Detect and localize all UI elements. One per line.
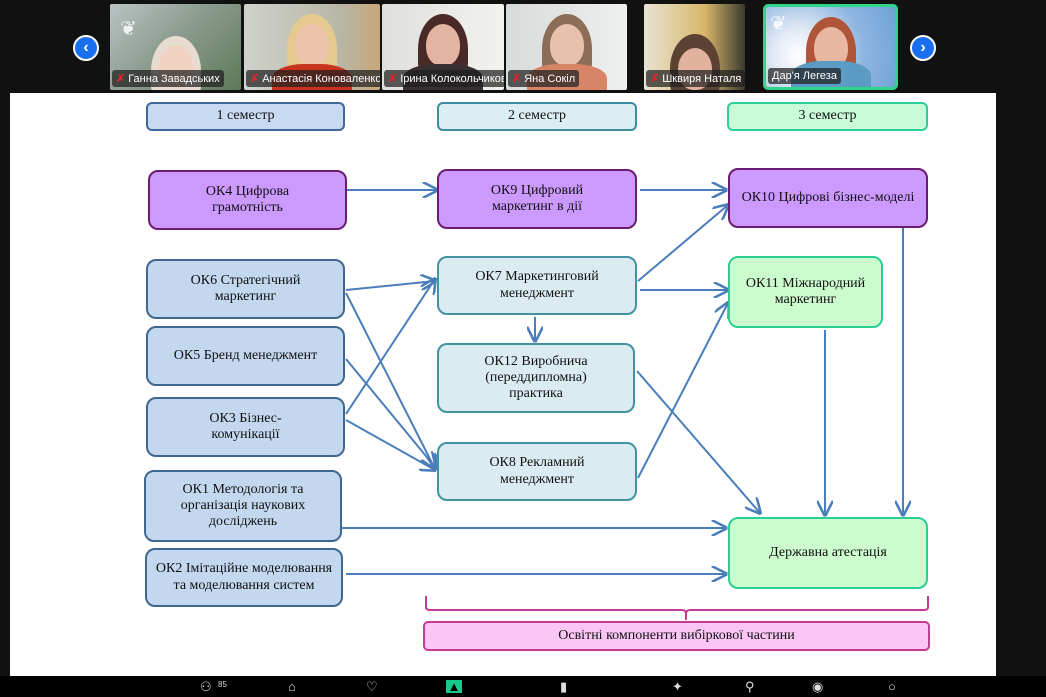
record-icon[interactable]: ▮ [560, 679, 568, 694]
muted-mic-icon: ✗ [116, 73, 126, 85]
participants-icon[interactable]: ⚇ [200, 679, 212, 694]
node-ok12: ОК12 Виробнича (переддипломна) практика [437, 343, 635, 413]
node-ok1: ОК1 Методологія та організація наукових … [144, 470, 342, 542]
participant-tile[interactable]: ✗Анастасія Коноваленко [244, 4, 380, 90]
node-ok8: ОК8 Рекламний менеджмент [437, 442, 637, 501]
next-page-button[interactable]: › [910, 35, 936, 61]
participant-name-tag: Дар'я Легеза [768, 68, 841, 84]
chevron-right-icon: › [920, 39, 926, 56]
participant-name-tag: ✗Шквиря Наталя [646, 70, 745, 87]
node-ok6: ОК6 Стратегічний маркетинг [146, 259, 345, 319]
node-ok5: ОК5 Бренд менеджмент [146, 326, 345, 386]
node-ok10: ОК10 Цифрові бізнес-моделі [728, 168, 928, 228]
node-ok11: ОК11 Міжнародний маркетинг [728, 256, 883, 328]
edge-ok8-ok11 [637, 303, 728, 479]
edge-ok3-ok8 [345, 419, 435, 470]
participant-name-tag: ✗Яна Сокіл [508, 70, 580, 87]
node-ok7: ОК7 Маркетинговий менеджмент [437, 256, 637, 315]
muted-mic-icon: ✗ [650, 73, 660, 85]
edge-ok12-attestation [636, 370, 760, 513]
reactions-icon[interactable]: ♡ [366, 679, 378, 694]
apps-icon[interactable]: ✦ [672, 679, 683, 694]
muted-mic-icon: ✗ [512, 73, 522, 85]
more-icon[interactable]: ◉ [812, 679, 824, 694]
end-icon[interactable]: ○ [888, 679, 896, 694]
semester-1-header: 1 семестр [146, 102, 345, 131]
participant-tile[interactable]: ✗Ірина Колокольчикова [382, 4, 504, 90]
elective-bracket [425, 596, 929, 620]
participant-name-tag: ✗Анастасія Коноваленко [246, 70, 380, 87]
share-screen-icon[interactable]: ▲ [446, 679, 462, 694]
node-ok4: ОК4 Цифрова грамотність [148, 170, 347, 230]
semester-3-header: 3 семестр [727, 102, 928, 131]
elective-components-label: Освітні компоненти вибіркової частини [423, 621, 930, 651]
node-ok3: ОК3 Бізнес-комунікації [146, 397, 345, 457]
participant-tile-active-speaker[interactable]: ❦ Дар'я Легеза [763, 4, 898, 90]
muted-mic-icon: ✗ [250, 73, 260, 85]
chat-icon[interactable]: ⌂ [288, 679, 296, 694]
node-attestation: Державна атестація [728, 517, 928, 589]
participant-tile[interactable]: ✗Яна Сокіл [506, 4, 627, 90]
participant-count: 85 [218, 680, 227, 689]
node-ok9: ОК9 Цифровий маркетинг в дії [437, 169, 637, 229]
edge-ok5-ok8 [345, 358, 435, 467]
node-ok2: ОК2 Імітаційне моделювання та моделюванн… [145, 548, 343, 607]
muted-mic-icon: ✗ [388, 73, 398, 85]
chevron-left-icon: ‹ [83, 39, 89, 56]
semester-2-header: 2 семестр [437, 102, 637, 131]
edge-ok6-ok7 [345, 281, 435, 291]
whiteboard-icon[interactable]: ⚲ [745, 679, 755, 694]
participant-tile[interactable]: ❦ ✗Ганна Завадських [110, 4, 241, 90]
university-logo-icon: ❦ [120, 18, 137, 40]
edge-ok7-ok10 [637, 205, 728, 282]
connector-arrows [342, 93, 929, 620]
edge-ok6-ok8 [345, 292, 435, 469]
university-logo-icon: ❦ [770, 13, 787, 35]
edge-ok3-ok7 [345, 279, 435, 415]
participant-name-tag: ✗Ірина Колокольчикова [384, 70, 504, 87]
participant-tile[interactable]: ✗Шквиря Наталя [644, 4, 745, 90]
previous-page-button[interactable]: ‹ [73, 35, 99, 61]
participant-name-tag: ✗Ганна Завадських [112, 70, 224, 87]
participants-strip: ‹ ❦ ✗Ганна Завадських ✗Анастасія Коновал… [0, 0, 1046, 93]
meeting-toolbar: ⚇ 85 ⌂ ♡ ▲ ▮ ✦ ⚲ ◉ ○ [0, 676, 1046, 697]
shared-screen-slide: 1 семестр 2 семестр 3 семестр ОК4 Цифров… [10, 93, 996, 676]
